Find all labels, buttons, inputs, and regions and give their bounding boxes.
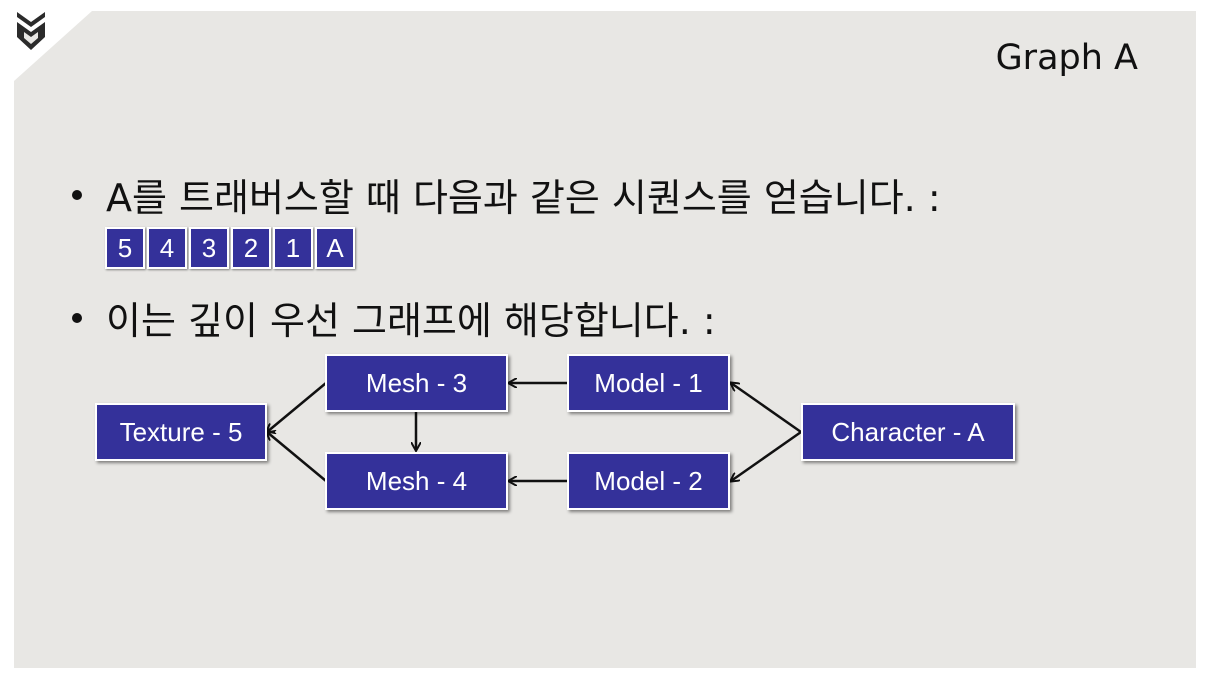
bullet-dot bbox=[72, 189, 82, 200]
slide-title: Graph A bbox=[995, 38, 1138, 78]
node-model-2: Model - 2 bbox=[567, 452, 730, 510]
logo-icon bbox=[17, 12, 45, 50]
sequence-cell: 1 bbox=[273, 227, 313, 269]
sequence-cell: 5 bbox=[105, 227, 145, 269]
sequence-strip: 5 4 3 2 1 A bbox=[105, 227, 355, 269]
node-mesh-4: Mesh - 4 bbox=[325, 452, 508, 510]
edge-mesh-4-to-texture-5 bbox=[267, 432, 327, 482]
bullet-text-2: 이는 깊이 우선 그래프에 해당합니다. : bbox=[106, 299, 716, 343]
bullet-dot bbox=[72, 312, 82, 323]
sequence-cell: 3 bbox=[189, 227, 229, 269]
sequence-cell: A bbox=[315, 227, 355, 269]
bullet-item-2: 이는 깊이 우선 그래프에 해당합니다. : bbox=[72, 290, 716, 345]
node-texture-5: Texture - 5 bbox=[95, 403, 267, 461]
bullet-item-1: A를 트래버스할 때 다음과 같은 시퀀스를 얻습니다. : bbox=[72, 167, 941, 222]
node-mesh-3: Mesh - 3 bbox=[325, 354, 508, 412]
node-model-1: Model - 1 bbox=[567, 354, 730, 412]
edge-character-a-to-model-2 bbox=[731, 430, 802, 481]
bullet-text-1: A를 트래버스할 때 다음과 같은 시퀀스를 얻습니다. : bbox=[106, 176, 941, 220]
slide-background bbox=[14, 11, 1196, 668]
sequence-cell: 4 bbox=[147, 227, 187, 269]
edge-character-a-to-model-1 bbox=[731, 383, 802, 434]
edge-mesh-3-to-texture-5 bbox=[267, 382, 327, 432]
sequence-cell: 2 bbox=[231, 227, 271, 269]
node-character-a: Character - A bbox=[801, 403, 1015, 461]
